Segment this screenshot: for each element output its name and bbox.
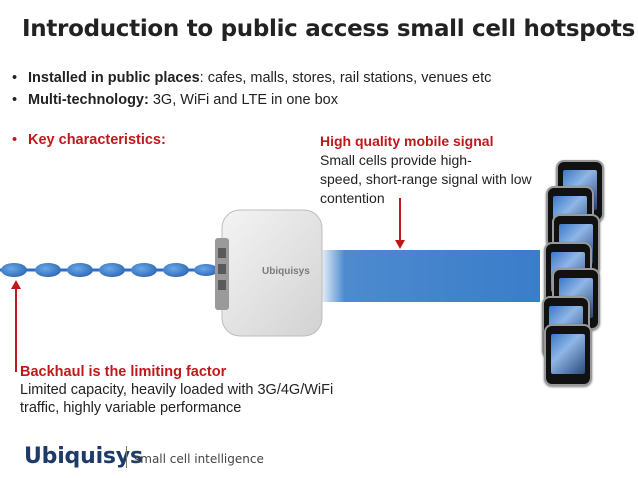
slide-title: Introduction to public access small cell…	[22, 16, 635, 42]
backhaul-callout-line: traffic, highly variable performance	[20, 400, 242, 416]
backhaul-link	[0, 263, 222, 277]
backhaul-callout-heading: Backhaul is the limiting factor	[20, 364, 227, 380]
signal-callout-line: speed, short-range signal with low	[320, 171, 532, 187]
bullet-2-rest: 3G, WiFi and LTE in one box	[148, 92, 338, 108]
signal-callout-line: Small cells provide high-	[320, 152, 472, 168]
bullet-1-bold: Installed in public places	[28, 70, 200, 86]
backhaul-callout: Backhaul is the limiting factor Limited …	[20, 363, 333, 417]
footer-divider	[126, 446, 127, 468]
bullet-key-characteristics: •Key characteristics:	[12, 132, 166, 148]
signal-callout-heading: High quality mobile signal	[320, 133, 494, 149]
signal-callout-line: contention	[320, 190, 385, 206]
device-brand-label: Ubiquisys	[262, 266, 310, 277]
signal-arrow	[395, 198, 405, 249]
small-cell-device	[215, 209, 323, 337]
bullet-3-bold: Key characteristics:	[28, 132, 166, 148]
bullet-1-rest: : cafes, malls, stores, rail stations, v…	[199, 70, 492, 86]
backhaul-callout-line: Limited capacity, heavily loaded with 3G…	[20, 382, 334, 398]
brand-logo: Ubiquisys	[24, 444, 143, 469]
signal-callout: High quality mobile signal Small cells p…	[320, 132, 532, 208]
phone-icon	[544, 324, 592, 386]
bullet-installed: •Installed in public places: cafes, mall…	[12, 70, 492, 86]
bullet-2-bold: Multi-technology:	[28, 92, 149, 108]
backhaul-arrow	[11, 280, 21, 372]
signal-beam	[318, 250, 540, 302]
bullet-multitech: •Multi-technology: 3G, WiFi and LTE in o…	[12, 92, 338, 108]
brand-tagline: small cell intelligence	[134, 452, 264, 466]
